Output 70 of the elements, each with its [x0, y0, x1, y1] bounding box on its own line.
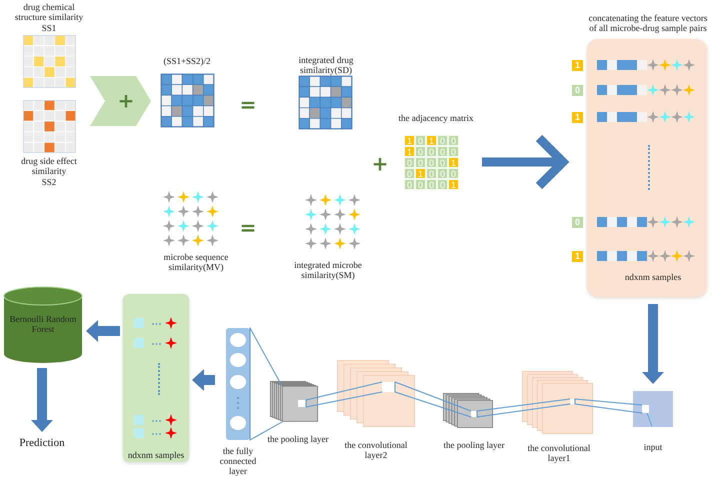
receptive-field-patch [570, 399, 575, 404]
node-label: Bernoulli Random Forest [8, 314, 78, 334]
layer-label: the convolutional layer1 [526, 443, 592, 463]
plus-sign: + [372, 156, 388, 172]
matrix-caption: integrated microbe similarity(SM) [293, 260, 363, 280]
matrix-cell: 1 [426, 135, 437, 146]
layer-label: the fully connected layer [218, 446, 258, 476]
projection-lines [250, 328, 282, 440]
equals-sign: = [240, 98, 256, 112]
matrix-cell: 0 [426, 146, 437, 157]
formula-label: (SS1+SS2)/2 [162, 56, 212, 66]
receptive-field-patch [642, 405, 649, 413]
matrix-cell: 0 [426, 179, 437, 190]
equals-sign: = [240, 220, 256, 236]
class-label: 0 [572, 216, 583, 228]
layer-label: the pooling layer [266, 434, 330, 444]
matrix-cell: 0 [415, 135, 426, 146]
panel-title: concatenating the feature vectors of all microbe-drug sample pairs [588, 13, 708, 33]
matrix-cell: 0 [448, 135, 459, 146]
projection-lines [476, 398, 570, 418]
matrix-cell: 1 [448, 179, 459, 190]
panel-caption: ndxnm samples [126, 450, 186, 460]
matrix-cell: 0 [426, 157, 437, 168]
matrix-cell: 0 [426, 168, 437, 179]
matrix-cell: 0 [437, 179, 448, 190]
class-label: 1 [572, 250, 583, 262]
arrow [192, 369, 215, 391]
matrix-title: the adjacency matrix [398, 113, 474, 123]
panel-caption: ndxnm samples [624, 272, 682, 282]
matrix-cell: 0 [437, 168, 448, 179]
layer-label: input [642, 442, 664, 452]
arrow [482, 134, 568, 190]
matrix-name: SS2 [40, 177, 58, 187]
output-label: Prediction [18, 436, 66, 450]
class-label: 1 [572, 60, 583, 70]
matrix-cell: 0 [415, 146, 426, 157]
matrix-cell: 0 [437, 135, 448, 146]
arrow [86, 320, 120, 342]
matrix-cell: 0 [404, 179, 415, 190]
layer-label: the convolutional layer2 [344, 440, 408, 460]
matrix-cell: 0 [437, 157, 448, 168]
arrow [642, 304, 664, 384]
matrix-cell: 1 [404, 146, 415, 157]
matrix-caption: drug side effect similarity [20, 156, 78, 176]
matrix-cell: 0 [415, 179, 426, 190]
matrix-cell: 1 [415, 168, 426, 179]
layer-label: the pooling layer [442, 440, 506, 450]
matrix-caption: microbe sequence similarity(MV) [162, 252, 230, 272]
receptive-field-patch [471, 411, 477, 417]
class-label: 1 [572, 112, 583, 122]
class-label: 0 [572, 84, 583, 96]
matrix-title: integrated drug similarity(SD) [298, 55, 354, 75]
matrix-cell: 0 [448, 168, 459, 179]
matrix-cell: 0 [404, 168, 415, 179]
matrix-cell: 0 [448, 146, 459, 157]
matrix-cell: 0 [437, 146, 448, 157]
projection-lines [574, 398, 642, 414]
plus-sign: + [118, 94, 134, 108]
samples-panel [123, 294, 189, 462]
matrix-cell: 0 [415, 157, 426, 168]
merge-arrow [90, 76, 151, 126]
matrix-name: SS1 [40, 23, 58, 33]
matrix-cell: 0 [404, 157, 415, 168]
projection-lines [394, 382, 472, 418]
matrix-cell: 1 [404, 135, 415, 146]
matrix-cell: 1 [448, 157, 459, 168]
receptive-field-patch [298, 400, 306, 407]
matrix-title: drug chemical structure similarity [14, 2, 84, 22]
receptive-field-patch [382, 382, 395, 392]
arrow [31, 368, 53, 432]
